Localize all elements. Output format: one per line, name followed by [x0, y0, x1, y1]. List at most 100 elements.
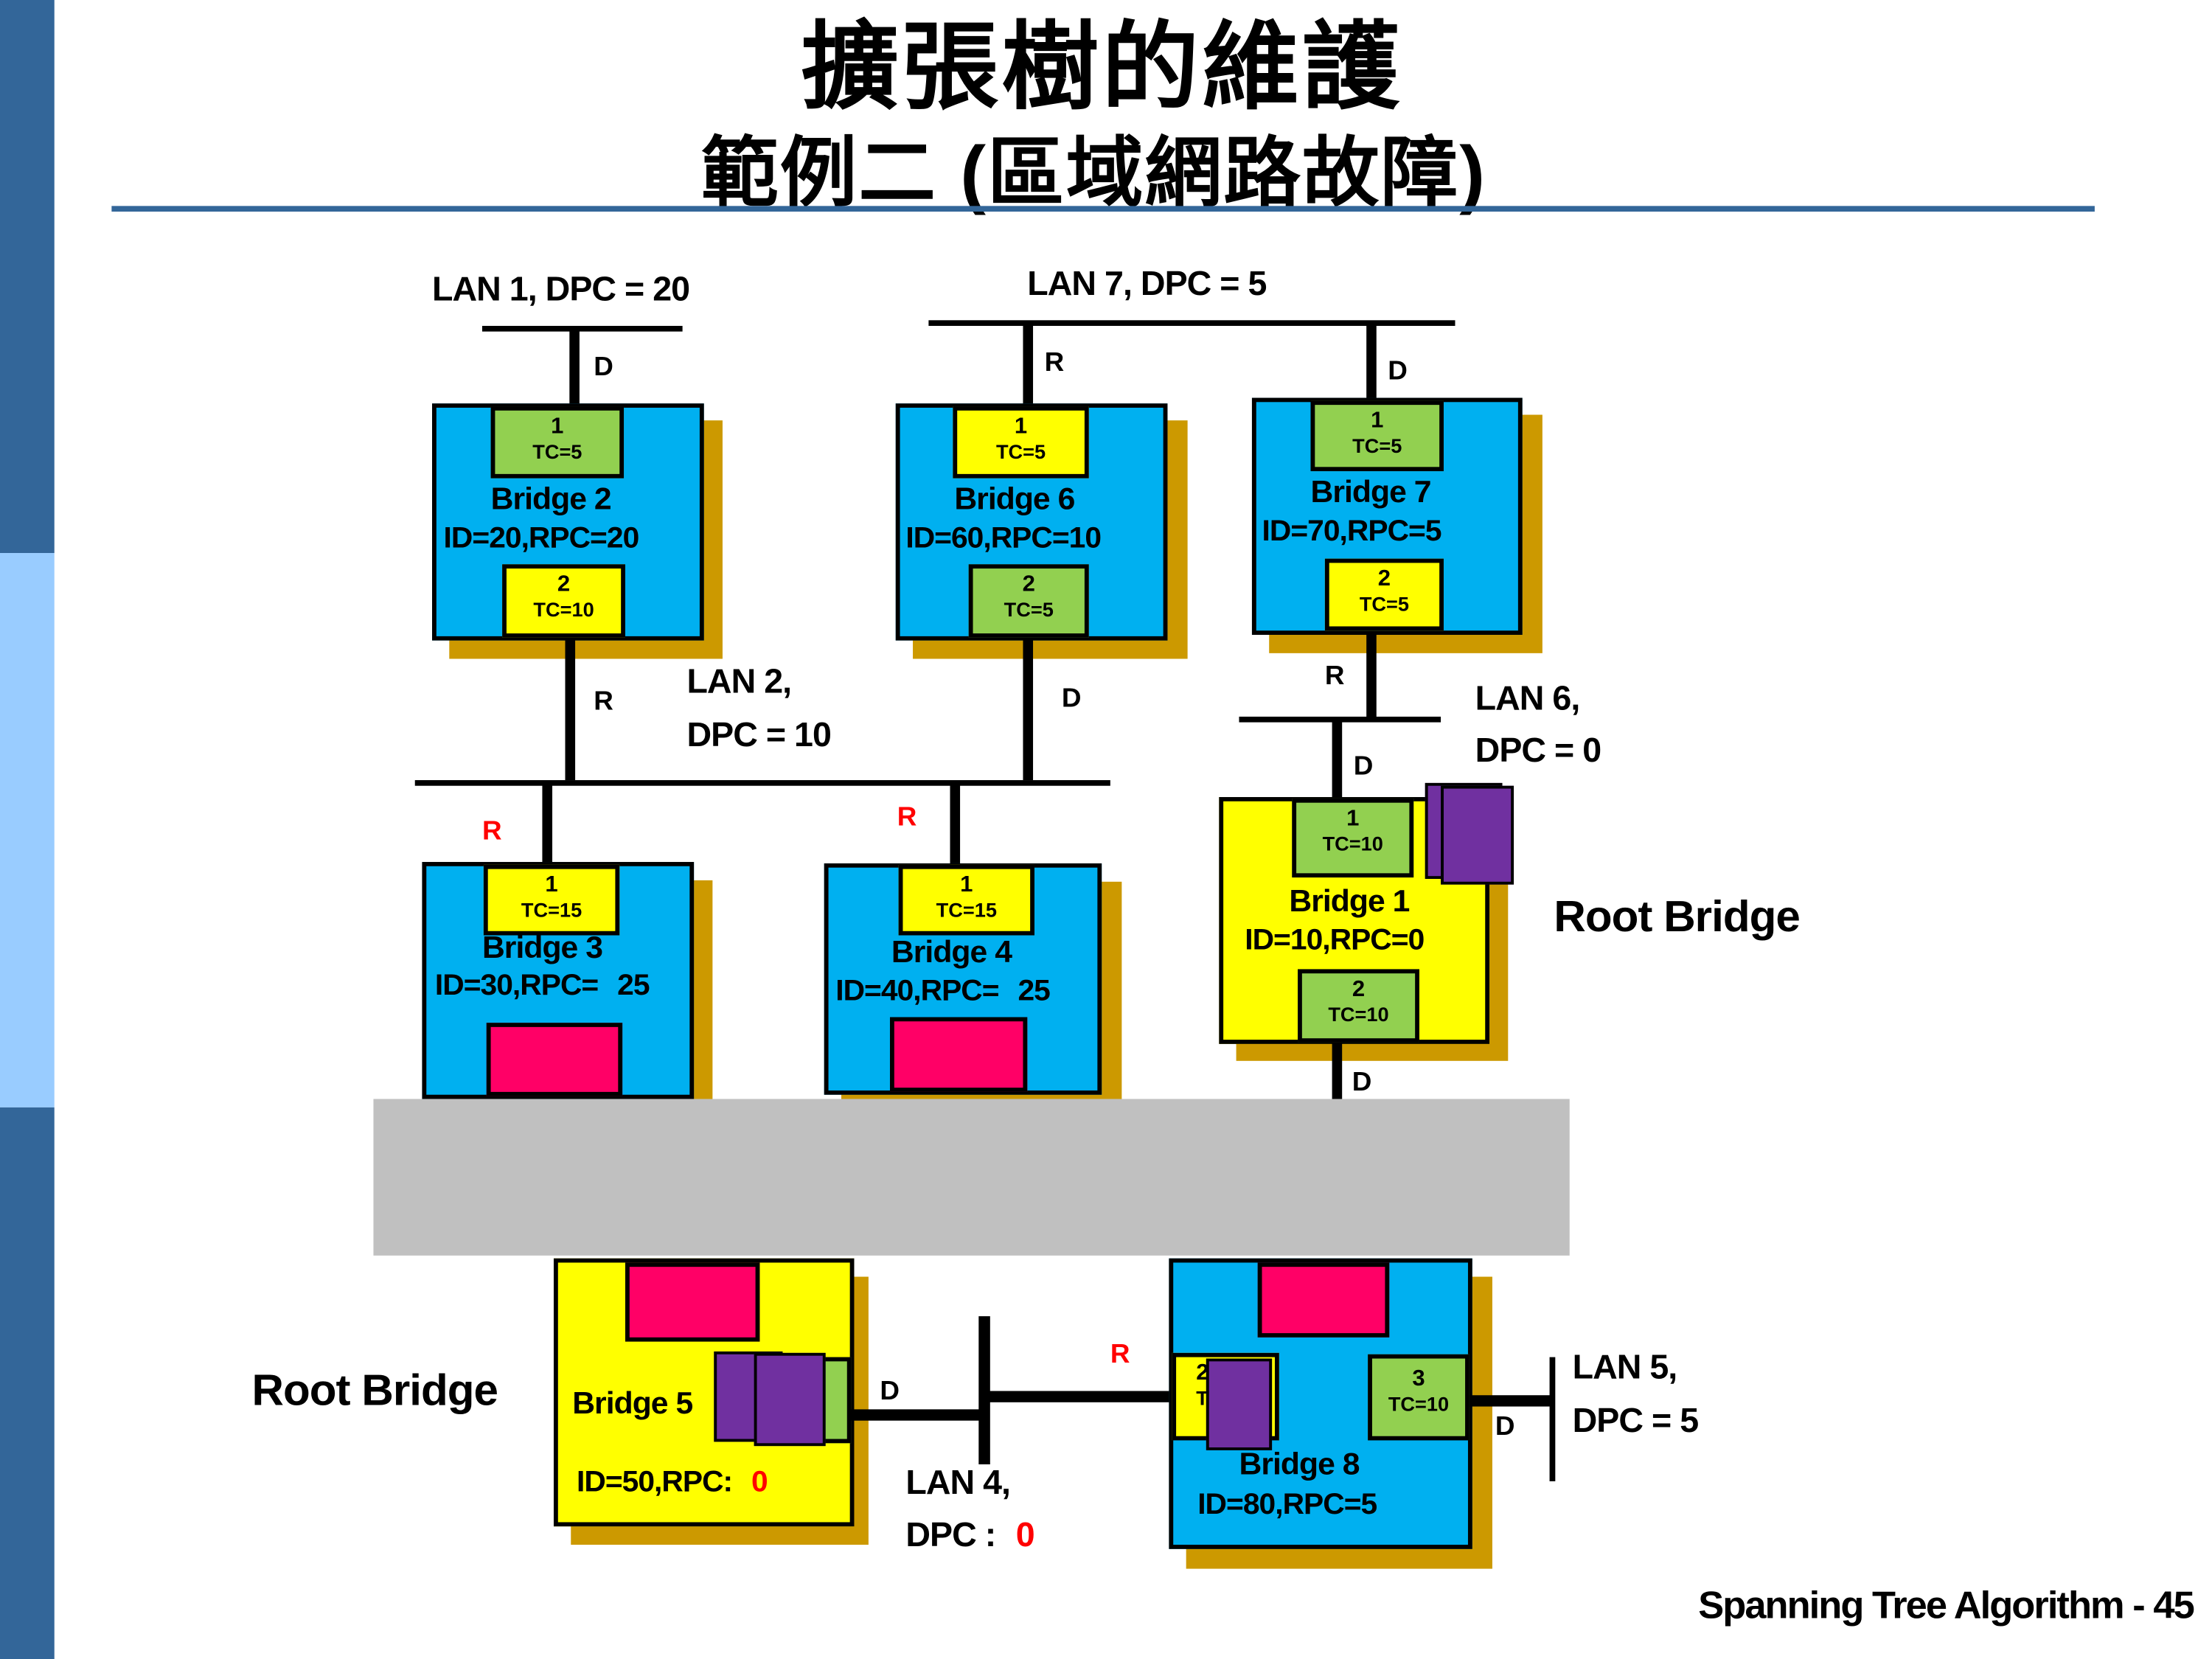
- b8-failed-port: [1257, 1262, 1390, 1338]
- b2-p1-role: D: [594, 352, 613, 383]
- port-cost: TC=5: [532, 439, 582, 463]
- b7-name: Bridge 7: [1310, 473, 1431, 509]
- lan7-line: [928, 320, 1455, 326]
- port-cost: TC=10: [1388, 1392, 1450, 1416]
- lan4-line: [978, 1316, 990, 1465]
- b2-lan1-link: [569, 328, 580, 407]
- b1-name: Bridge 1: [1289, 883, 1410, 919]
- lan2-label-1: LAN 2,: [686, 663, 792, 701]
- b4-name: Bridge 4: [891, 933, 1012, 970]
- b5-lan4-link: [849, 1409, 987, 1421]
- b1-p2-role: D: [1352, 1068, 1372, 1098]
- b5-rpc: 0: [751, 1465, 768, 1498]
- port-number: 2: [1022, 572, 1035, 597]
- port-cost: TC=10: [1322, 832, 1383, 855]
- slide-subtitle: 範例二 (區域網路故障): [700, 131, 1487, 216]
- b5-port-role: D: [880, 1377, 900, 1407]
- port-number: 2: [557, 572, 571, 597]
- lan2-line: [414, 780, 1110, 786]
- b8-p2-role: R: [1110, 1340, 1130, 1370]
- lan5-label-1: LAN 5,: [1572, 1349, 1678, 1387]
- b5-info-text: ID=50,RPC:: [577, 1465, 733, 1498]
- b8-p3-role: D: [1495, 1412, 1515, 1442]
- sidebar-band-bottom: [0, 1107, 55, 1659]
- slide-footer: Spanning Tree Algorithm - 45: [1698, 1584, 2194, 1627]
- b6-lan2-link: [1023, 639, 1034, 781]
- lan4-dpc-value: 0: [1015, 1516, 1035, 1555]
- port-cost: TC=5: [1352, 434, 1402, 457]
- b7-lan6-link: [1366, 633, 1377, 720]
- b1-blocked-port-front: [1441, 785, 1514, 885]
- b4-info: ID=40,RPC= 25: [835, 975, 1051, 1009]
- root-bridge-label-top: Root Bridge: [1554, 891, 1800, 942]
- port-number: 1: [545, 873, 558, 897]
- b5-failed-port: [625, 1262, 760, 1342]
- slide-title: 擴張樹的維護: [801, 14, 1402, 122]
- b4-info-text: ID=40,RPC=: [835, 975, 999, 1008]
- b7-info: ID=70,RPC=5: [1262, 515, 1442, 548]
- failed-lan3-cover: [373, 1099, 1570, 1256]
- lan1-line: [481, 325, 683, 332]
- b8-lan5-link: [1469, 1395, 1553, 1407]
- b1-lan3-link: [1332, 1042, 1343, 1102]
- b6-p1-role: R: [1044, 348, 1065, 378]
- b6-info: ID=60,RPC=10: [905, 521, 1102, 554]
- port-cost: TC=10: [1328, 1003, 1389, 1026]
- sidebar-band-top: [0, 0, 55, 554]
- lan4-label-2: DPC : 0: [905, 1517, 1034, 1557]
- b3-failed-port: [486, 1023, 623, 1096]
- port-number: 1: [1371, 408, 1384, 434]
- b4-lan2-link: [950, 782, 961, 866]
- title-divider: [111, 206, 2095, 212]
- b1-info: ID=10,RPC=0: [1245, 924, 1425, 957]
- port-cost: TC=10: [533, 598, 594, 621]
- b2-lan2-link: [565, 639, 576, 781]
- port-cost: TC=15: [936, 898, 997, 922]
- b5-info: ID=50,RPC: 0: [577, 1466, 768, 1500]
- lan7-label: LAN 7, DPC = 5: [1027, 265, 1267, 304]
- port-number: 1: [1346, 807, 1360, 831]
- port-cost: T: [1196, 1386, 1208, 1410]
- b6-p2-role: D: [1061, 684, 1082, 714]
- port-number: 2: [1196, 1361, 1209, 1385]
- b7-p1-role: D: [1388, 357, 1408, 387]
- root-bridge-label-bottom: Root Bridge: [251, 1366, 498, 1416]
- b3-name: Bridge 3: [481, 929, 603, 965]
- b4-rpc: 25: [1018, 975, 1050, 1008]
- port-number: 2: [1377, 567, 1391, 591]
- b8-info: ID=80,RPC=5: [1197, 1488, 1377, 1521]
- lan6-label-2: DPC = 0: [1475, 732, 1601, 771]
- b1-p1-role: D: [1353, 751, 1374, 782]
- b6-lan7-link: [1023, 323, 1034, 407]
- port-number: 1: [1014, 414, 1028, 439]
- b8-name: Bridge 8: [1239, 1446, 1360, 1481]
- port-cost: TC=5: [995, 439, 1046, 463]
- b3-info: ID=30,RPC= 25: [435, 969, 650, 1003]
- lan6-label-1: LAN 6,: [1475, 680, 1581, 718]
- b7-lan7-link: [1366, 323, 1377, 401]
- b7-p2-role: R: [1324, 661, 1345, 692]
- port-cost: TC=5: [1359, 592, 1410, 616]
- port-number: 1: [960, 873, 973, 897]
- b2-name: Bridge 2: [490, 481, 612, 517]
- b4-p1-role: R: [897, 802, 917, 832]
- port-cost: TC=15: [521, 898, 582, 922]
- b3-lan2-link: [542, 782, 553, 865]
- lan5-label-2: DPC = 5: [1572, 1402, 1699, 1441]
- lan4-dpc-text: DPC :: [905, 1516, 996, 1555]
- b5-blocked-port-front: [754, 1352, 826, 1447]
- port-cost: TC=5: [1004, 598, 1054, 621]
- b8-blocked-port: [1206, 1358, 1273, 1450]
- b3-info-text: ID=30,RPC=: [434, 969, 599, 1002]
- b6-name: Bridge 6: [954, 481, 1075, 517]
- sidebar-band-middle: [0, 553, 55, 1107]
